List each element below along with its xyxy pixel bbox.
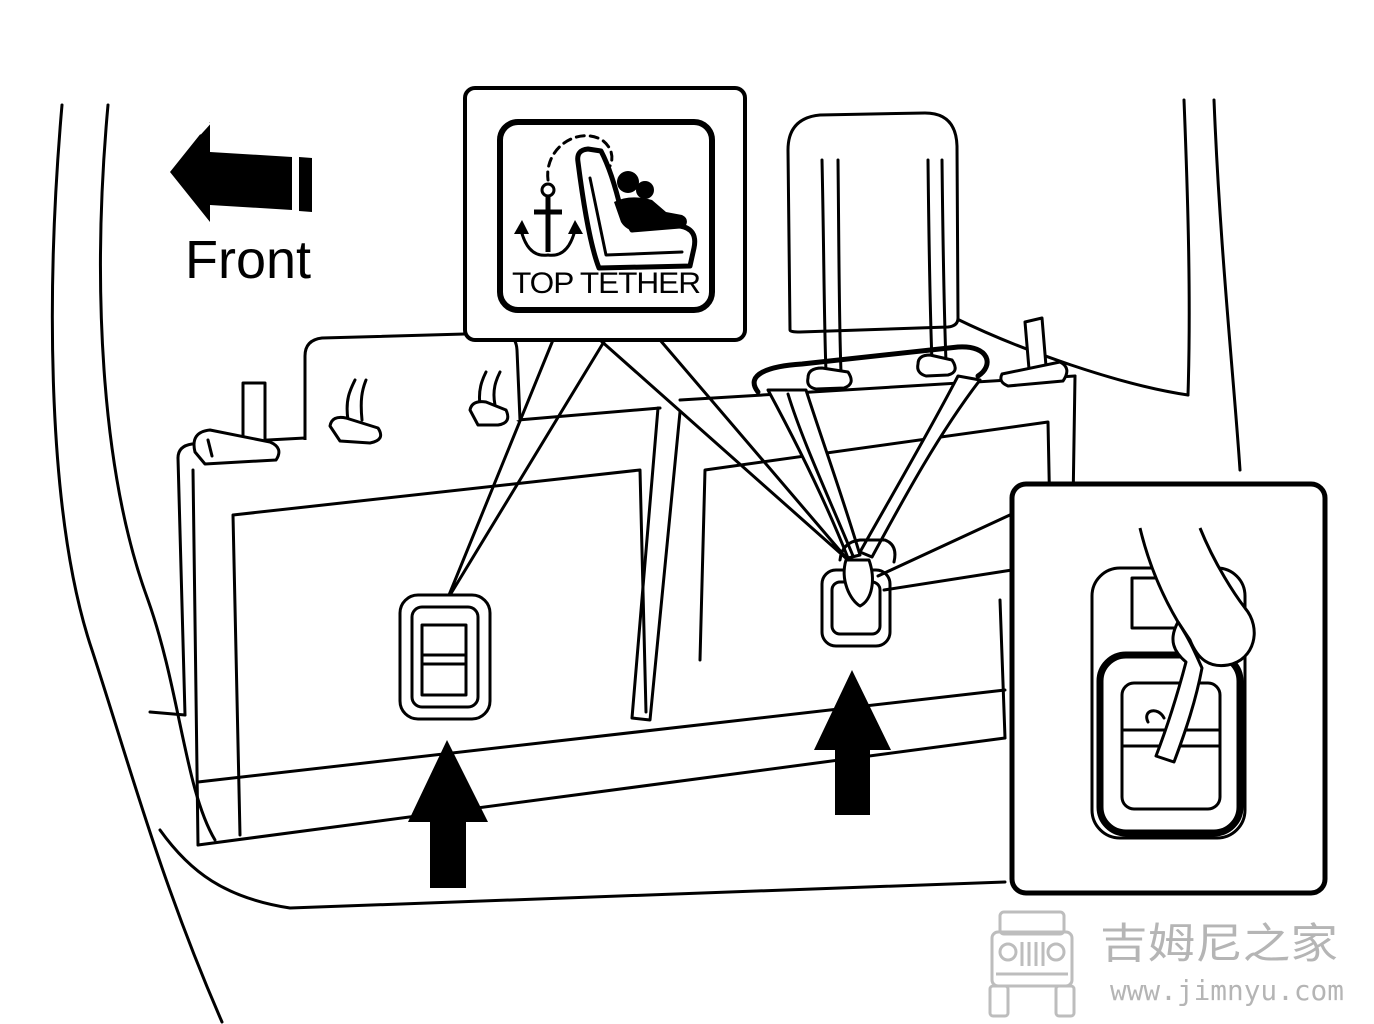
vehicle-body-right	[953, 98, 1242, 472]
hook-detail-view	[1009, 481, 1328, 896]
child-body	[614, 197, 687, 232]
top-tether-label: TOP TETHER	[512, 267, 700, 300]
left-body-outer-curve	[50, 103, 224, 1024]
up-arrow-icon	[814, 670, 891, 815]
left-headrest-post-b	[359, 378, 368, 422]
child-head	[617, 171, 639, 193]
arrow-highlight	[199, 122, 211, 135]
jeep-roof	[998, 910, 1066, 936]
up-arrow-icon	[408, 740, 488, 888]
strap-right-band	[858, 374, 982, 559]
left-headrest-post-d	[492, 370, 502, 407]
right-guide-post	[1023, 316, 1048, 371]
detail-callout-lines	[876, 512, 1014, 592]
left-seatbelt-guide	[192, 381, 281, 466]
detail-hook-tip	[1145, 709, 1166, 724]
cargo-side-edge	[953, 316, 1190, 397]
jeep-headlight-left	[998, 942, 1018, 962]
right-seatbelt-guide	[999, 316, 1069, 388]
watermark-url: www.jimnyu.com	[1110, 974, 1344, 1007]
anchor-arms	[519, 228, 577, 257]
right-headrest-post-b	[836, 158, 843, 374]
right-tether-anchor	[820, 538, 897, 648]
left-anchor-inner	[410, 605, 480, 709]
detail-hook	[1154, 620, 1204, 764]
left-headrest-clip-b	[468, 400, 510, 427]
tether-hook	[842, 558, 874, 608]
jeep-icon	[988, 910, 1076, 1018]
strap-left-band	[766, 388, 862, 560]
top-tether-callout: TOP TETHER	[463, 86, 747, 342]
detail-callout-lower	[882, 568, 1014, 592]
tether-strap	[751, 344, 990, 560]
child-seat-inner-line	[588, 176, 684, 257]
arrow-head-and-shaft	[170, 122, 292, 222]
left-body-inner-curve	[99, 103, 217, 842]
watermark-site-name: 吉姆尼之家	[1100, 919, 1338, 968]
floor-left-stub	[148, 710, 187, 717]
detail-callout-upper	[876, 512, 1014, 578]
strap-left-twist	[786, 392, 855, 558]
detail-frame	[1009, 481, 1328, 896]
tether-path-dashed	[546, 134, 614, 182]
vehicle-body-left	[50, 103, 1007, 1024]
cushion-top-line	[196, 688, 1007, 784]
seat-center-divider	[630, 406, 682, 722]
right-headrest	[786, 111, 960, 374]
right-body-inner-line	[1182, 98, 1191, 397]
anchor-fluke-left	[514, 220, 529, 234]
strap-top-loop	[751, 344, 990, 395]
watermark: 吉姆尼之家 www.jimnyu.com	[988, 910, 1344, 1018]
floor-bottom-edge	[158, 828, 1007, 910]
guide-clip	[192, 428, 281, 466]
left-anchor-opening	[420, 623, 468, 697]
left-anchor-bar	[420, 653, 468, 666]
left-headrest-post-a	[345, 378, 357, 422]
jeep-wheel-right	[1054, 984, 1076, 1018]
jeep-headlight-right	[1046, 942, 1066, 962]
left-seat-top-edge	[176, 436, 307, 460]
left-arrow-icon	[170, 122, 312, 222]
child-seat-icon	[575, 146, 698, 271]
seat-cushion	[148, 598, 1007, 847]
right-anchor-recess	[838, 538, 897, 564]
right-headrest-clip-b	[916, 353, 957, 378]
right-body-outer-line	[1212, 98, 1242, 472]
right-headrest-body	[786, 111, 960, 334]
right-guide-clip	[999, 360, 1069, 388]
left-headrest-body	[303, 331, 522, 440]
left-seat-top-edge-right	[516, 406, 662, 422]
cushion-bottom-line	[196, 736, 1007, 847]
left-tether-anchor	[398, 593, 492, 721]
anchor-icon	[514, 182, 583, 257]
jeep-grille	[1020, 942, 1045, 966]
cushion-right-end	[998, 598, 1007, 740]
left-headrest	[303, 331, 522, 445]
guide-post	[241, 381, 267, 447]
detail-hand	[1138, 527, 1256, 668]
right-headrest-post-c	[926, 158, 934, 364]
left-seatback	[176, 406, 682, 847]
left-headrest-clip-a	[328, 415, 383, 445]
left-seat-outer-side	[176, 456, 187, 717]
arrow-tail-block	[299, 157, 312, 212]
front-label: Front	[185, 230, 311, 290]
anchor-fluke-right	[568, 220, 583, 234]
right-headrest-clip-a	[806, 366, 853, 391]
right-headrest-post-a	[820, 158, 828, 374]
jeep-wheel-left	[988, 984, 1010, 1018]
guide-clip-detail	[206, 438, 214, 458]
detail-anchor-loop	[1096, 651, 1244, 837]
jeep-body	[990, 930, 1074, 988]
right-headrest-post-d	[940, 158, 948, 364]
child-head-second	[636, 181, 654, 199]
